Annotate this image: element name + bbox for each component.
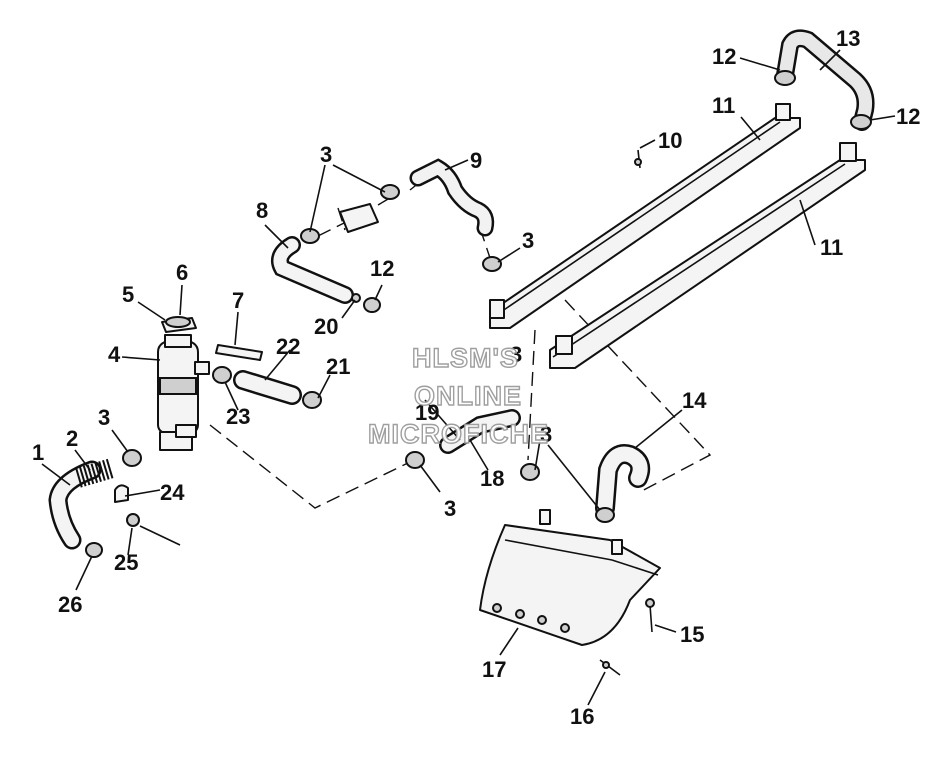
hose-clamp-3c[interactable] [482, 256, 502, 272]
watermark: HLSM'S ONLINE MICROFICHE [367, 342, 549, 449]
callout-5: 5 [122, 282, 134, 307]
callout-leaders [41, 49, 896, 706]
hose-clamp-21[interactable] [302, 391, 322, 409]
clip-24[interactable] [114, 484, 129, 503]
hose-2-corrugated[interactable] [75, 458, 115, 488]
callout-17: 17 [482, 657, 506, 682]
rivet-16[interactable] [599, 659, 621, 676]
callout-3-left: 3 [98, 405, 110, 430]
callout-1: 1 [32, 440, 44, 465]
watermark-line-3: MICROFICHE [368, 419, 549, 449]
tube-7[interactable] [215, 344, 263, 361]
hose-9[interactable] [409, 158, 495, 237]
callout-7: 7 [232, 288, 244, 313]
hose-clamp-23[interactable] [212, 366, 232, 384]
callout-11-bottom: 11 [820, 235, 843, 260]
callout-2: 2 [66, 426, 78, 451]
crossover-hose[interactable] [776, 29, 875, 131]
heat-exchanger-upper[interactable] [489, 103, 801, 329]
callout-11-top: 11 [712, 93, 735, 118]
callout-9: 9 [470, 148, 482, 173]
hose-1[interactable] [48, 460, 102, 550]
hose-clamp-3e[interactable] [405, 451, 425, 469]
watermark-line-1: HLSM'S [412, 343, 519, 373]
callout-20: 20 [314, 314, 338, 339]
coolant-bottle[interactable] [157, 334, 210, 451]
callout-16: 16 [570, 704, 594, 729]
callout-21: 21 [326, 354, 350, 379]
callout-18: 18 [480, 466, 504, 491]
rivet-15[interactable] [645, 598, 655, 633]
callout-3-mid: 3 [522, 228, 534, 253]
callout-3-center: 3 [510, 342, 522, 367]
callout-15: 15 [680, 622, 704, 647]
callout-24: 24 [160, 480, 185, 505]
callout-12-top: 12 [712, 44, 736, 69]
connector-fitting[interactable] [337, 203, 379, 233]
callout-3-right: 3 [540, 422, 552, 447]
heat-exchanger-lower[interactable] [549, 142, 866, 369]
hose-clamp-3b[interactable] [380, 184, 400, 200]
rivet-10[interactable] [634, 149, 642, 169]
callout-12-left: 12 [370, 256, 394, 281]
hose-clamp-14[interactable] [595, 507, 615, 523]
hose-14[interactable] [595, 444, 651, 518]
hose-22[interactable] [233, 370, 302, 405]
hose-clamp-26[interactable] [85, 542, 103, 558]
callout-19: 19 [415, 400, 439, 425]
bottle-cap[interactable] [161, 316, 197, 333]
fitting-20[interactable] [351, 293, 361, 303]
callout-26: 26 [58, 592, 82, 617]
hose-8[interactable] [271, 236, 354, 304]
callout-8: 8 [256, 198, 268, 223]
callout-12-right: 12 [896, 104, 920, 129]
washer-25[interactable] [126, 513, 181, 546]
callout-3-bottom: 3 [444, 496, 456, 521]
heat-shield-17[interactable] [479, 509, 661, 646]
callout-3-top: 3 [320, 142, 332, 167]
callout-labels: 1 2 3 4 5 6 7 8 3 9 3 12 20 22 21 23 24 … [32, 26, 920, 729]
callout-4: 4 [108, 342, 121, 367]
hose-clamp-3f[interactable] [520, 463, 540, 481]
callout-14: 14 [682, 388, 707, 413]
callout-23: 23 [226, 404, 250, 429]
callout-22: 22 [276, 334, 300, 359]
hose-clamp-12b[interactable] [850, 114, 872, 130]
callout-13: 13 [836, 26, 860, 51]
callout-10: 10 [658, 128, 682, 153]
hose-clamp-3d[interactable] [122, 449, 142, 467]
hose-clamp-12c[interactable] [363, 297, 381, 313]
callout-25: 25 [114, 550, 138, 575]
watermark-line-2: ONLINE [414, 381, 522, 411]
callout-6: 6 [176, 260, 188, 285]
hose-clamp-12a[interactable] [774, 70, 796, 86]
